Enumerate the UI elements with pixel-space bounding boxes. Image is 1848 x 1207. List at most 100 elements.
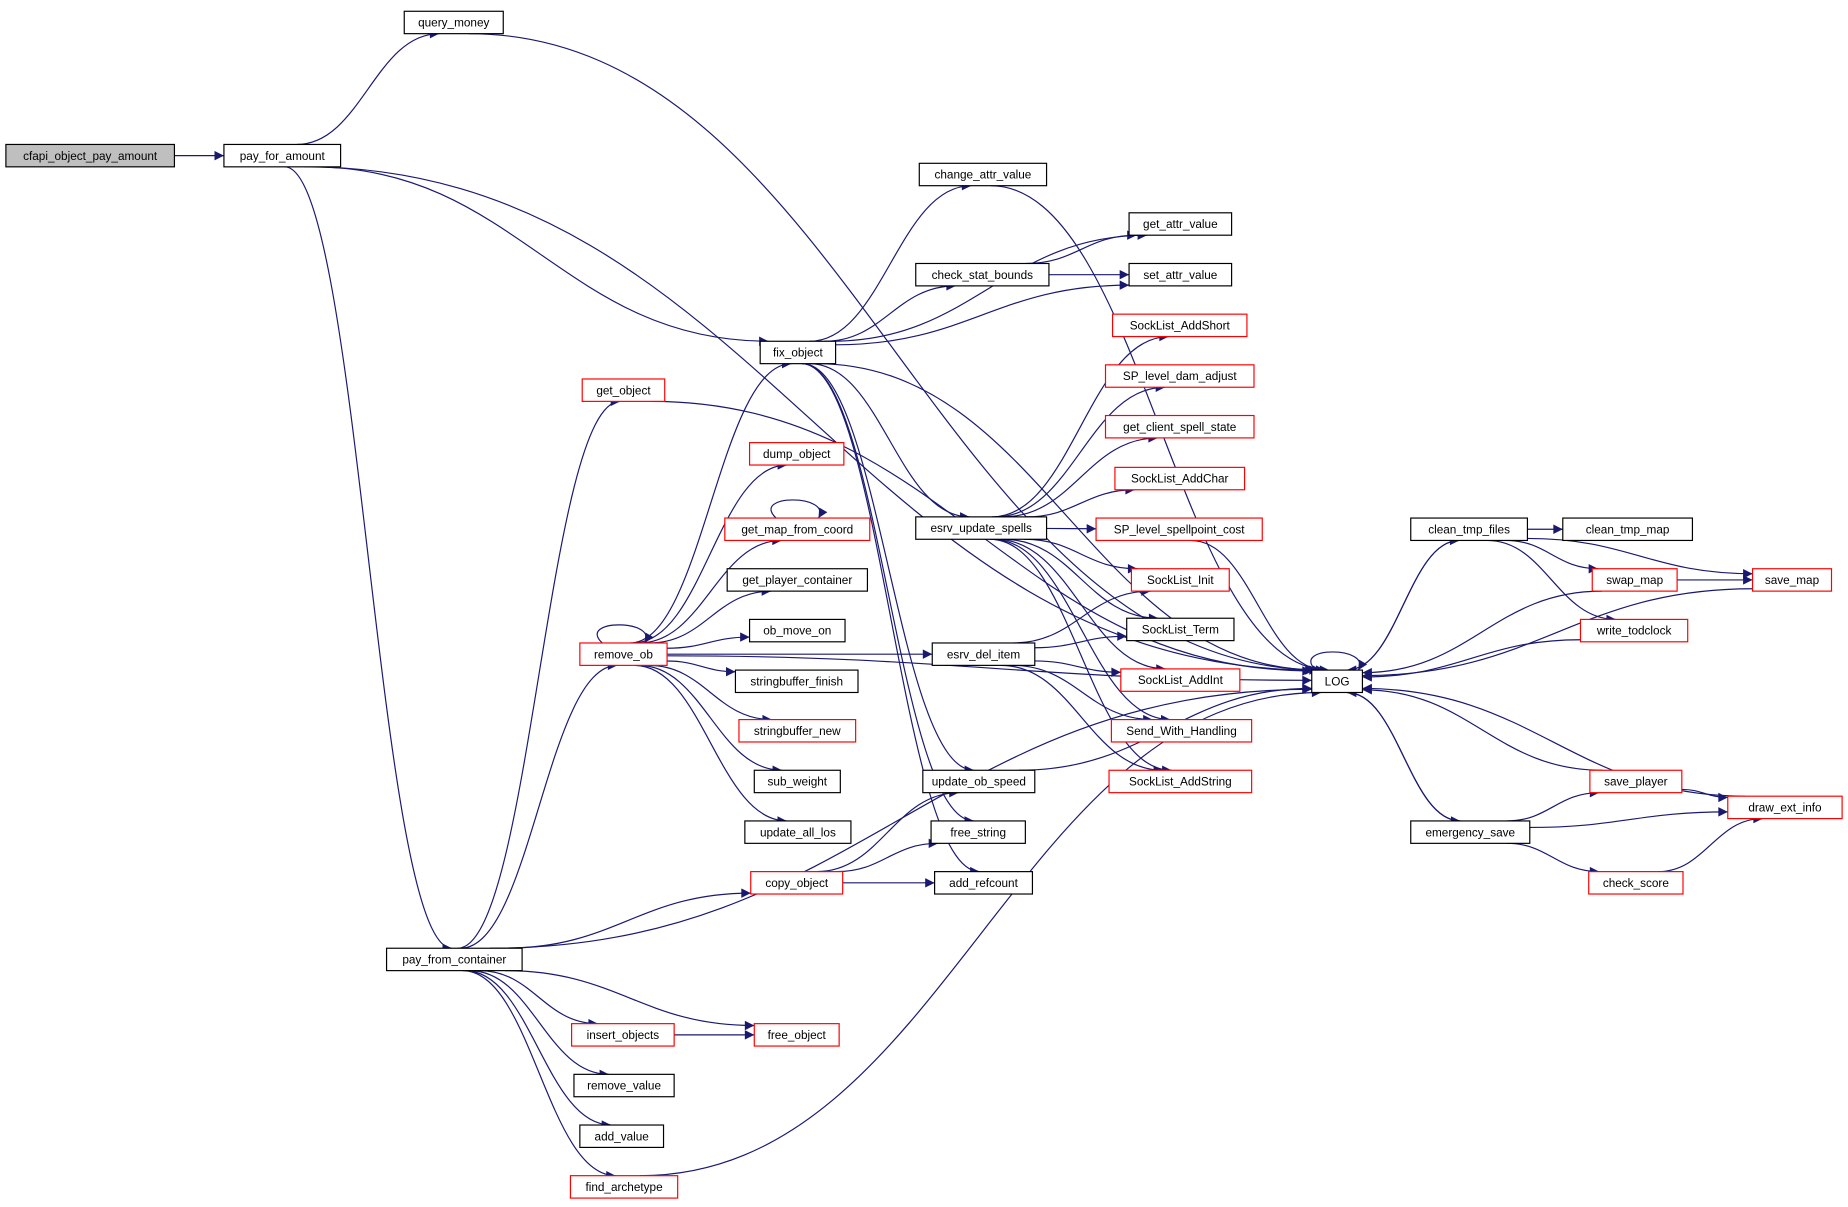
- node-LOG[interactable]: LOG: [1311, 669, 1364, 694]
- edge-find_archetype-to-LOG: [639, 687, 1322, 1177]
- node-update_all_los[interactable]: update_all_los: [744, 820, 852, 844]
- edge-emergency_save-to-save_player: [1506, 787, 1600, 822]
- edge-remove_ob-to-stringbuffer_new: [648, 664, 772, 725]
- node-label: update_ob_speed: [932, 776, 1026, 789]
- node-get_map_from_coord[interactable]: get_map_from_coord: [724, 517, 871, 542]
- edge-fix_object-to-change_attr_value: [809, 181, 972, 342]
- node-ob_move_on[interactable]: ob_move_on: [748, 618, 846, 643]
- node-label: get_player_container: [742, 574, 852, 587]
- node-fix_object[interactable]: fix_object: [759, 340, 837, 365]
- node-label: save_map: [1765, 574, 1820, 587]
- node-esrv_update_spells[interactable]: esrv_update_spells: [915, 516, 1048, 540]
- node-write_todclock[interactable]: write_todclock: [1579, 618, 1689, 643]
- node-pay_for_amount[interactable]: pay_for_amount: [223, 143, 342, 168]
- node-change_attr_value[interactable]: change_attr_value: [918, 162, 1048, 187]
- node-check_score[interactable]: check_score: [1588, 871, 1684, 895]
- node-stringbuffer_new[interactable]: stringbuffer_new: [738, 719, 857, 743]
- node-box: [753, 769, 841, 794]
- node-add_value[interactable]: add_value: [579, 1124, 665, 1148]
- node-label: stringbuffer_finish: [750, 675, 843, 688]
- node-label: ob_move_on: [763, 625, 831, 638]
- node-SP_level_dam_adjust[interactable]: SP_level_dam_adjust: [1104, 364, 1255, 388]
- edge-remove_ob-to-remove_ob: [596, 624, 654, 644]
- node-get_attr_value[interactable]: get_attr_value: [1128, 212, 1233, 236]
- node-box: [738, 719, 857, 743]
- node-box: [571, 1023, 675, 1047]
- node-add_refcount[interactable]: add_refcount: [934, 871, 1034, 895]
- node-box: [223, 143, 342, 168]
- edge-esrv_update_spells-to-get_client_spell_state: [1003, 433, 1158, 518]
- node-pay_from_container[interactable]: pay_from_container: [385, 947, 523, 972]
- node-dump_object[interactable]: dump_object: [748, 442, 845, 466]
- edge-esrv_update_spells-to-SockList_AddShort: [992, 331, 1169, 518]
- edge-pay_for_amount-to-pay_from_container: [284, 166, 452, 953]
- node-box: [1108, 769, 1253, 794]
- node-label: change_attr_value: [935, 169, 1032, 182]
- node-box: [915, 262, 1050, 287]
- edge-pay_for_amount-to-query_money: [296, 28, 440, 146]
- node-box: [1589, 769, 1683, 794]
- edge-pay_from_container-to-find_archetype: [462, 970, 616, 1181]
- node-label: swap_map: [1606, 574, 1663, 587]
- node-label: SockList_AddString: [1129, 776, 1232, 789]
- node-copy_object[interactable]: copy_object: [750, 871, 844, 895]
- node-SockList_Init[interactable]: SockList_Init: [1130, 568, 1230, 592]
- edge-fix_object-to-set_attr_value: [835, 280, 1130, 346]
- node-SockList_AddShort[interactable]: SockList_AddShort: [1111, 313, 1248, 338]
- node-Send_With_Handling[interactable]: Send_With_Handling: [1110, 719, 1253, 743]
- node-save_map[interactable]: save_map: [1751, 568, 1833, 592]
- node-box: [1410, 517, 1529, 542]
- node-SockList_AddChar[interactable]: SockList_AddChar: [1114, 466, 1246, 491]
- node-label: write_todclock: [1596, 625, 1672, 638]
- node-draw_ext_info[interactable]: draw_ext_info: [1727, 795, 1843, 820]
- node-free_string[interactable]: free_string: [930, 820, 1026, 844]
- node-esrv_del_item[interactable]: esrv_del_item: [931, 642, 1036, 666]
- node-query_money[interactable]: query_money: [403, 10, 504, 35]
- edge-esrv_update_spells-to-SockList_Term: [1003, 538, 1159, 623]
- edge-remove_ob-to-get_map_from_coord: [639, 535, 782, 644]
- node-clean_tmp_files[interactable]: clean_tmp_files: [1410, 517, 1529, 542]
- node-SockList_AddString[interactable]: SockList_AddString: [1108, 769, 1253, 794]
- node-get_player_container[interactable]: get_player_container: [726, 568, 869, 592]
- node-set_attr_value[interactable]: set_attr_value: [1128, 262, 1233, 287]
- node-get_client_spell_state[interactable]: get_client_spell_state: [1104, 414, 1255, 439]
- node-remove_value[interactable]: remove_value: [573, 1073, 675, 1098]
- node-remove_ob[interactable]: remove_ob: [579, 642, 668, 666]
- node-box: [385, 947, 523, 972]
- node-label: LOG: [1325, 675, 1350, 688]
- node-box: [1751, 568, 1833, 592]
- node-box: [726, 568, 869, 592]
- node-label: emergency_save: [1425, 826, 1515, 839]
- node-sub_weight[interactable]: sub_weight: [753, 769, 841, 794]
- node-box: [724, 517, 871, 542]
- node-label: save_player: [1604, 776, 1668, 789]
- node-check_stat_bounds[interactable]: check_stat_bounds: [915, 262, 1050, 287]
- edge-pay_from_container-to-remove_ob: [460, 660, 618, 949]
- node-box: [1579, 618, 1689, 643]
- node-box: [579, 642, 668, 666]
- node-swap_map[interactable]: swap_map: [1591, 568, 1678, 592]
- node-insert_objects[interactable]: insert_objects: [571, 1023, 675, 1047]
- edge-esrv_del_item-to-SockList_Term: [1034, 631, 1127, 649]
- node-update_ob_speed[interactable]: update_ob_speed: [922, 769, 1036, 794]
- node-label: pay_for_amount: [240, 150, 326, 163]
- node-free_object[interactable]: free_object: [753, 1023, 840, 1047]
- node-emergency_save[interactable]: emergency_save: [1410, 820, 1531, 844]
- node-get_object[interactable]: get_object: [581, 378, 666, 402]
- edge-remove_ob-to-dump_object: [633, 460, 788, 644]
- node-clean_tmp_map[interactable]: clean_tmp_map: [1562, 517, 1694, 542]
- edge-pay_from_container-to-copy_object: [504, 888, 751, 949]
- node-find_archetype[interactable]: find_archetype: [569, 1175, 679, 1199]
- node-label: fix_object: [773, 347, 823, 360]
- node-box: [579, 1124, 665, 1148]
- edge-esrv_update_spells-to-SockList_Init: [1024, 538, 1138, 574]
- node-SP_level_spellpoint_cost[interactable]: SP_level_spellpoint_cost: [1095, 517, 1263, 542]
- node-SockList_AddInt[interactable]: SockList_AddInt: [1120, 668, 1241, 692]
- edge-save_map-to-LOG: [1362, 588, 1753, 681]
- node-stringbuffer_finish[interactable]: stringbuffer_finish: [734, 669, 859, 694]
- node-save_player[interactable]: save_player: [1589, 769, 1683, 794]
- edge-emergency_save-to-draw_ext_info: [1529, 807, 1728, 829]
- node-box: [918, 162, 1048, 187]
- node-SockList_Term[interactable]: SockList_Term: [1126, 617, 1235, 642]
- node-label: clean_tmp_map: [1586, 523, 1670, 536]
